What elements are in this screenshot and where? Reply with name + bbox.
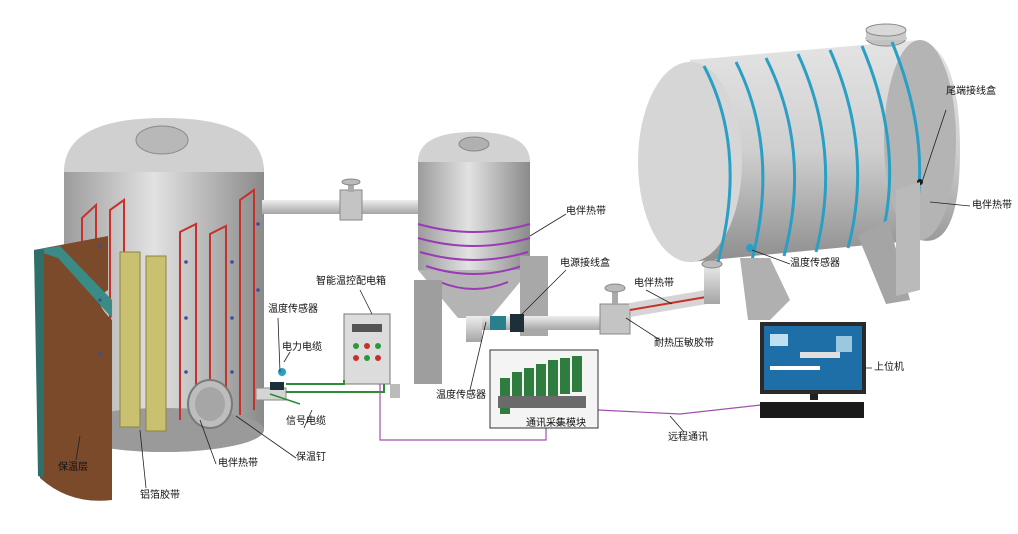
communication-module — [489, 349, 599, 429]
label-temp-sensor-mid: 温度传感器 — [436, 390, 486, 401]
label-power-junction-box: 电源接线盒 — [560, 258, 610, 269]
left-vertical-tank — [34, 118, 287, 501]
label-heat-tape-left: 电伴热带 — [218, 458, 258, 469]
smart-control-box — [343, 313, 400, 398]
cables — [269, 380, 771, 441]
label-remote-comm: 远程通讯 — [668, 432, 708, 443]
label-heat-tape-right: 电伴热带 — [972, 200, 1012, 211]
leader-lines — [75, 109, 971, 489]
label-host-pc: 上位机 — [874, 362, 904, 373]
host-computer — [760, 322, 866, 418]
label-insulation-layer: 保温层 — [58, 462, 88, 473]
middle-vessel — [414, 132, 612, 384]
pipe-left-to-middle — [262, 178, 422, 221]
left-tank-heat-tape — [81, 188, 255, 420]
label-smart-box: 智能温控配电箱 — [316, 276, 386, 287]
label-power-cable: 电力电缆 — [282, 342, 322, 353]
label-end-junction-box: 尾端接线盒 — [946, 86, 996, 97]
label-temp-sensor-right: 温度传感器 — [790, 258, 840, 269]
label-aluminum-tape: 铝箔胶带 — [140, 490, 180, 501]
label-pressure-tape: 耐热压敏胶带 — [654, 338, 714, 349]
middle-vessel-heat-tape — [417, 223, 531, 290]
label-insulation-nail: 保温钉 — [296, 452, 326, 463]
horizontal-storage-tank — [638, 23, 960, 320]
pipe-middle-to-right — [599, 259, 723, 335]
label-heat-tape-mid: 电伴热带 — [566, 206, 606, 217]
label-comm-module: 通讯采集模块 — [526, 418, 586, 429]
label-temp-sensor-left: 温度传感器 — [268, 304, 318, 315]
label-signal-cable: 信号电缆 — [286, 416, 326, 427]
label-heat-tape-pipe: 电伴热带 — [634, 278, 674, 289]
